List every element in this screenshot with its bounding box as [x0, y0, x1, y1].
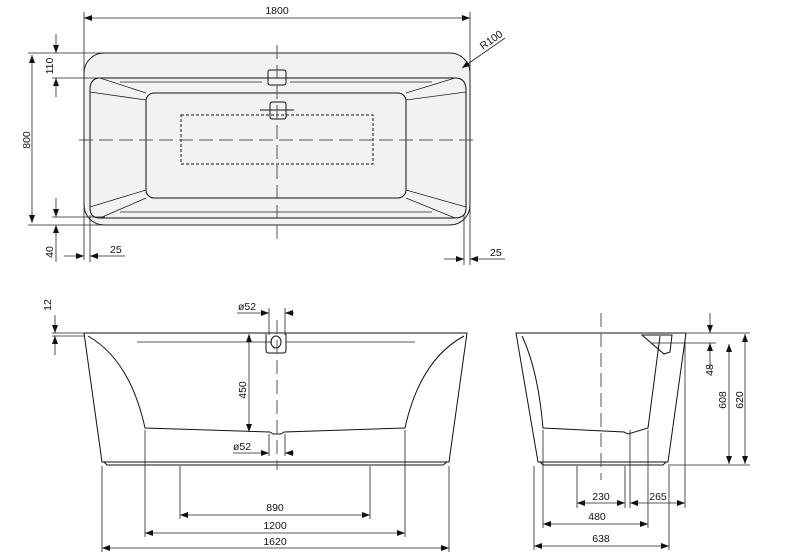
tub-base-front	[103, 461, 448, 466]
top-view: 1800 R100 800 110 40 25 25	[21, 5, 505, 265]
dim-label-drain-diameter: ø52	[233, 441, 251, 453]
dim-label-radius: R100	[478, 28, 506, 52]
dim-label-total-height: 620	[734, 391, 746, 409]
dim-label-rim-offset: 110	[44, 57, 56, 74]
tub-slope-lines	[89, 77, 467, 219]
dim-label-bottom-offset: 40	[44, 246, 56, 258]
dim-label-foot-spacing: 890	[266, 502, 284, 514]
tub-inner-contour-front	[87, 335, 465, 435]
overflow-icon-front	[265, 334, 287, 354]
dim-label-overflow-depth: 48	[704, 364, 716, 376]
dim-label-base-length: 1620	[263, 536, 287, 548]
dim-label-floor-length: 1200	[263, 520, 287, 532]
dim-label-left-overhang: 25	[110, 244, 122, 256]
side-view: 48 608 620 230 265 480 638	[515, 313, 750, 550]
dim-label-drain-to-edge: 265	[649, 491, 667, 503]
front-view: 12 ø52 450 ø52 890 1200 1620	[42, 299, 468, 552]
dim-label-overflow-height: 450	[237, 381, 249, 399]
dim-label-right-overhang: 25	[490, 247, 502, 259]
dim-label-overflow-diameter: ø52	[238, 301, 256, 313]
tub-base-side	[539, 461, 667, 466]
dim-label-base-width: 638	[592, 533, 610, 545]
tub-outline-front	[83, 332, 468, 463]
tub-inner-contour-side	[521, 335, 661, 435]
dim-label-inner-height: 608	[717, 391, 729, 409]
overflow-icon-side	[640, 334, 673, 355]
dim-label-width: 800	[21, 131, 33, 149]
dim-label-length: 1800	[265, 5, 289, 17]
dim-label-drain-offset: 230	[592, 491, 610, 503]
tub-basin-top	[145, 92, 407, 199]
dim-label-rim-thickness: 12	[42, 299, 54, 311]
tub-outline-side	[515, 332, 687, 463]
dim-label-floor-width: 480	[588, 511, 606, 523]
